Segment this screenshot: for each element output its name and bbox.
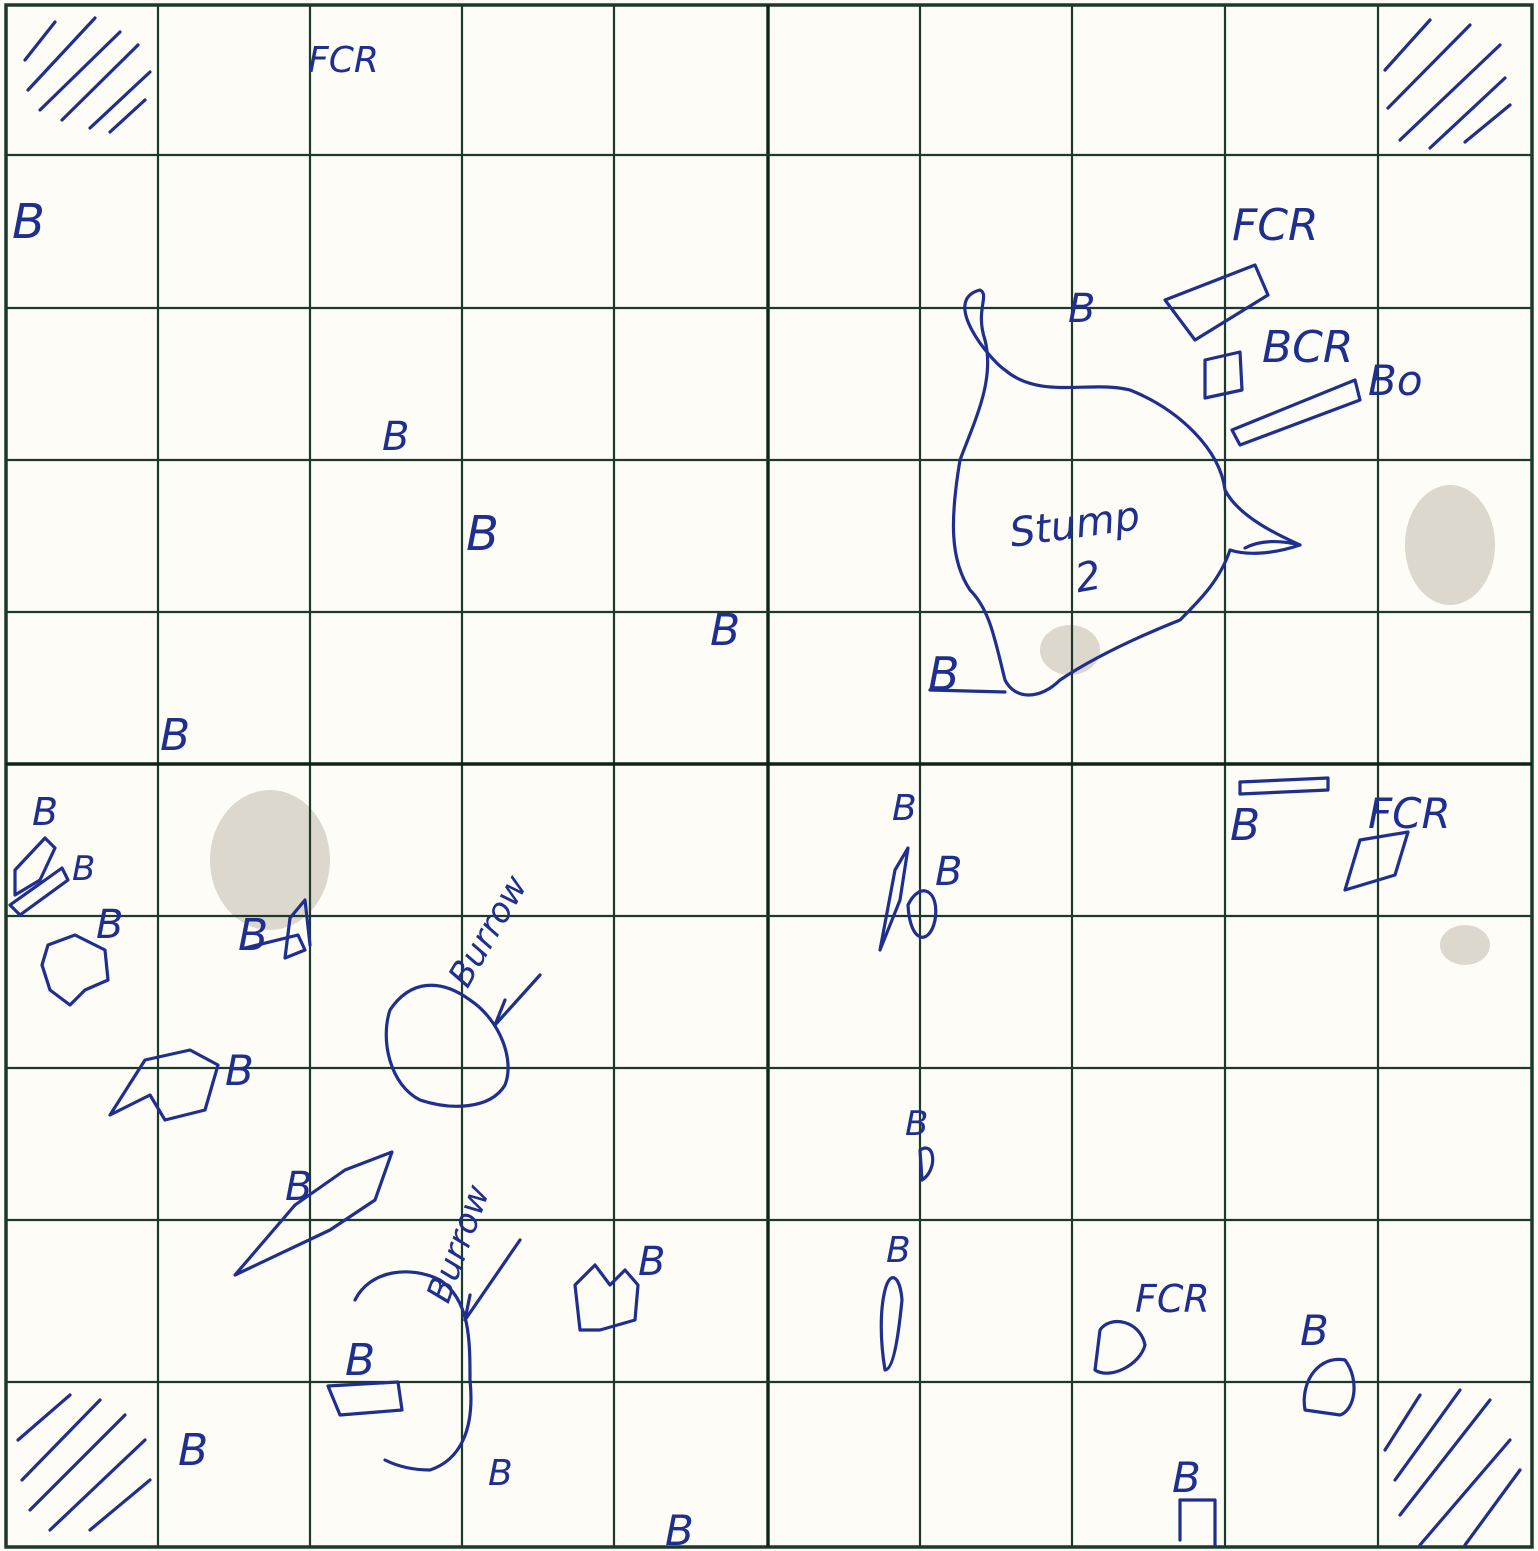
- corner-hatch-bottom-left: [18, 1395, 150, 1530]
- b-label: B: [12, 194, 45, 250]
- b-label: B: [638, 1239, 665, 1285]
- b-label: B: [382, 414, 409, 460]
- b-label: B: [935, 849, 962, 895]
- b-label: B: [238, 910, 268, 961]
- b-label: B: [285, 1164, 312, 1210]
- b-label: B: [345, 1335, 375, 1386]
- b-label: B: [1068, 286, 1095, 332]
- bcr-label: BCR: [1262, 322, 1353, 373]
- b-label: B: [886, 1230, 911, 1271]
- b-label: B: [225, 1046, 254, 1095]
- fcr-labels: FCR FCR FCR FCR: [308, 40, 1451, 1321]
- b-label: B: [665, 1506, 694, 1551]
- b-label: B: [905, 1104, 928, 1144]
- b-label: B: [32, 790, 58, 834]
- b-label: B: [710, 605, 740, 656]
- b-label: B: [96, 902, 123, 948]
- burrow-label-upper: Burrow: [441, 868, 536, 993]
- b-label: B: [488, 1453, 513, 1494]
- b-label: B: [1172, 1453, 1201, 1502]
- corner-hatch-bottom-right: [1385, 1390, 1520, 1545]
- paper-stains: [210, 485, 1495, 965]
- stump-label: Stump: [1007, 493, 1143, 557]
- b-label: B: [72, 849, 95, 889]
- b-label: B: [892, 788, 917, 829]
- b-label: B: [1300, 1306, 1329, 1355]
- corner-hatch-top-left: [25, 18, 150, 132]
- b-labels: B B B B B B B B B B B B B B B B B B B B …: [12, 194, 1329, 1551]
- b-label: B: [1230, 800, 1260, 851]
- stump-number: 2: [1072, 553, 1105, 603]
- fcr-label: FCR: [1232, 200, 1319, 251]
- burrow-upper: Burrow: [386, 868, 540, 1106]
- stump-feature: Stump 2: [930, 290, 1300, 695]
- fcr-outlines: [1095, 265, 1408, 1545]
- b-label: B: [160, 710, 190, 761]
- fcr-label: FCR: [308, 40, 379, 81]
- b-label: B: [466, 506, 499, 562]
- bo-label: Bo: [1368, 356, 1423, 405]
- fcr-label: FCR: [1368, 789, 1451, 838]
- corner-hatch-top-right: [1385, 20, 1510, 148]
- b-label: B: [928, 647, 960, 701]
- b-label: B: [178, 1425, 208, 1476]
- fcr-label: FCR: [1135, 1277, 1210, 1321]
- burrow-lower: Burrow: [355, 1180, 520, 1470]
